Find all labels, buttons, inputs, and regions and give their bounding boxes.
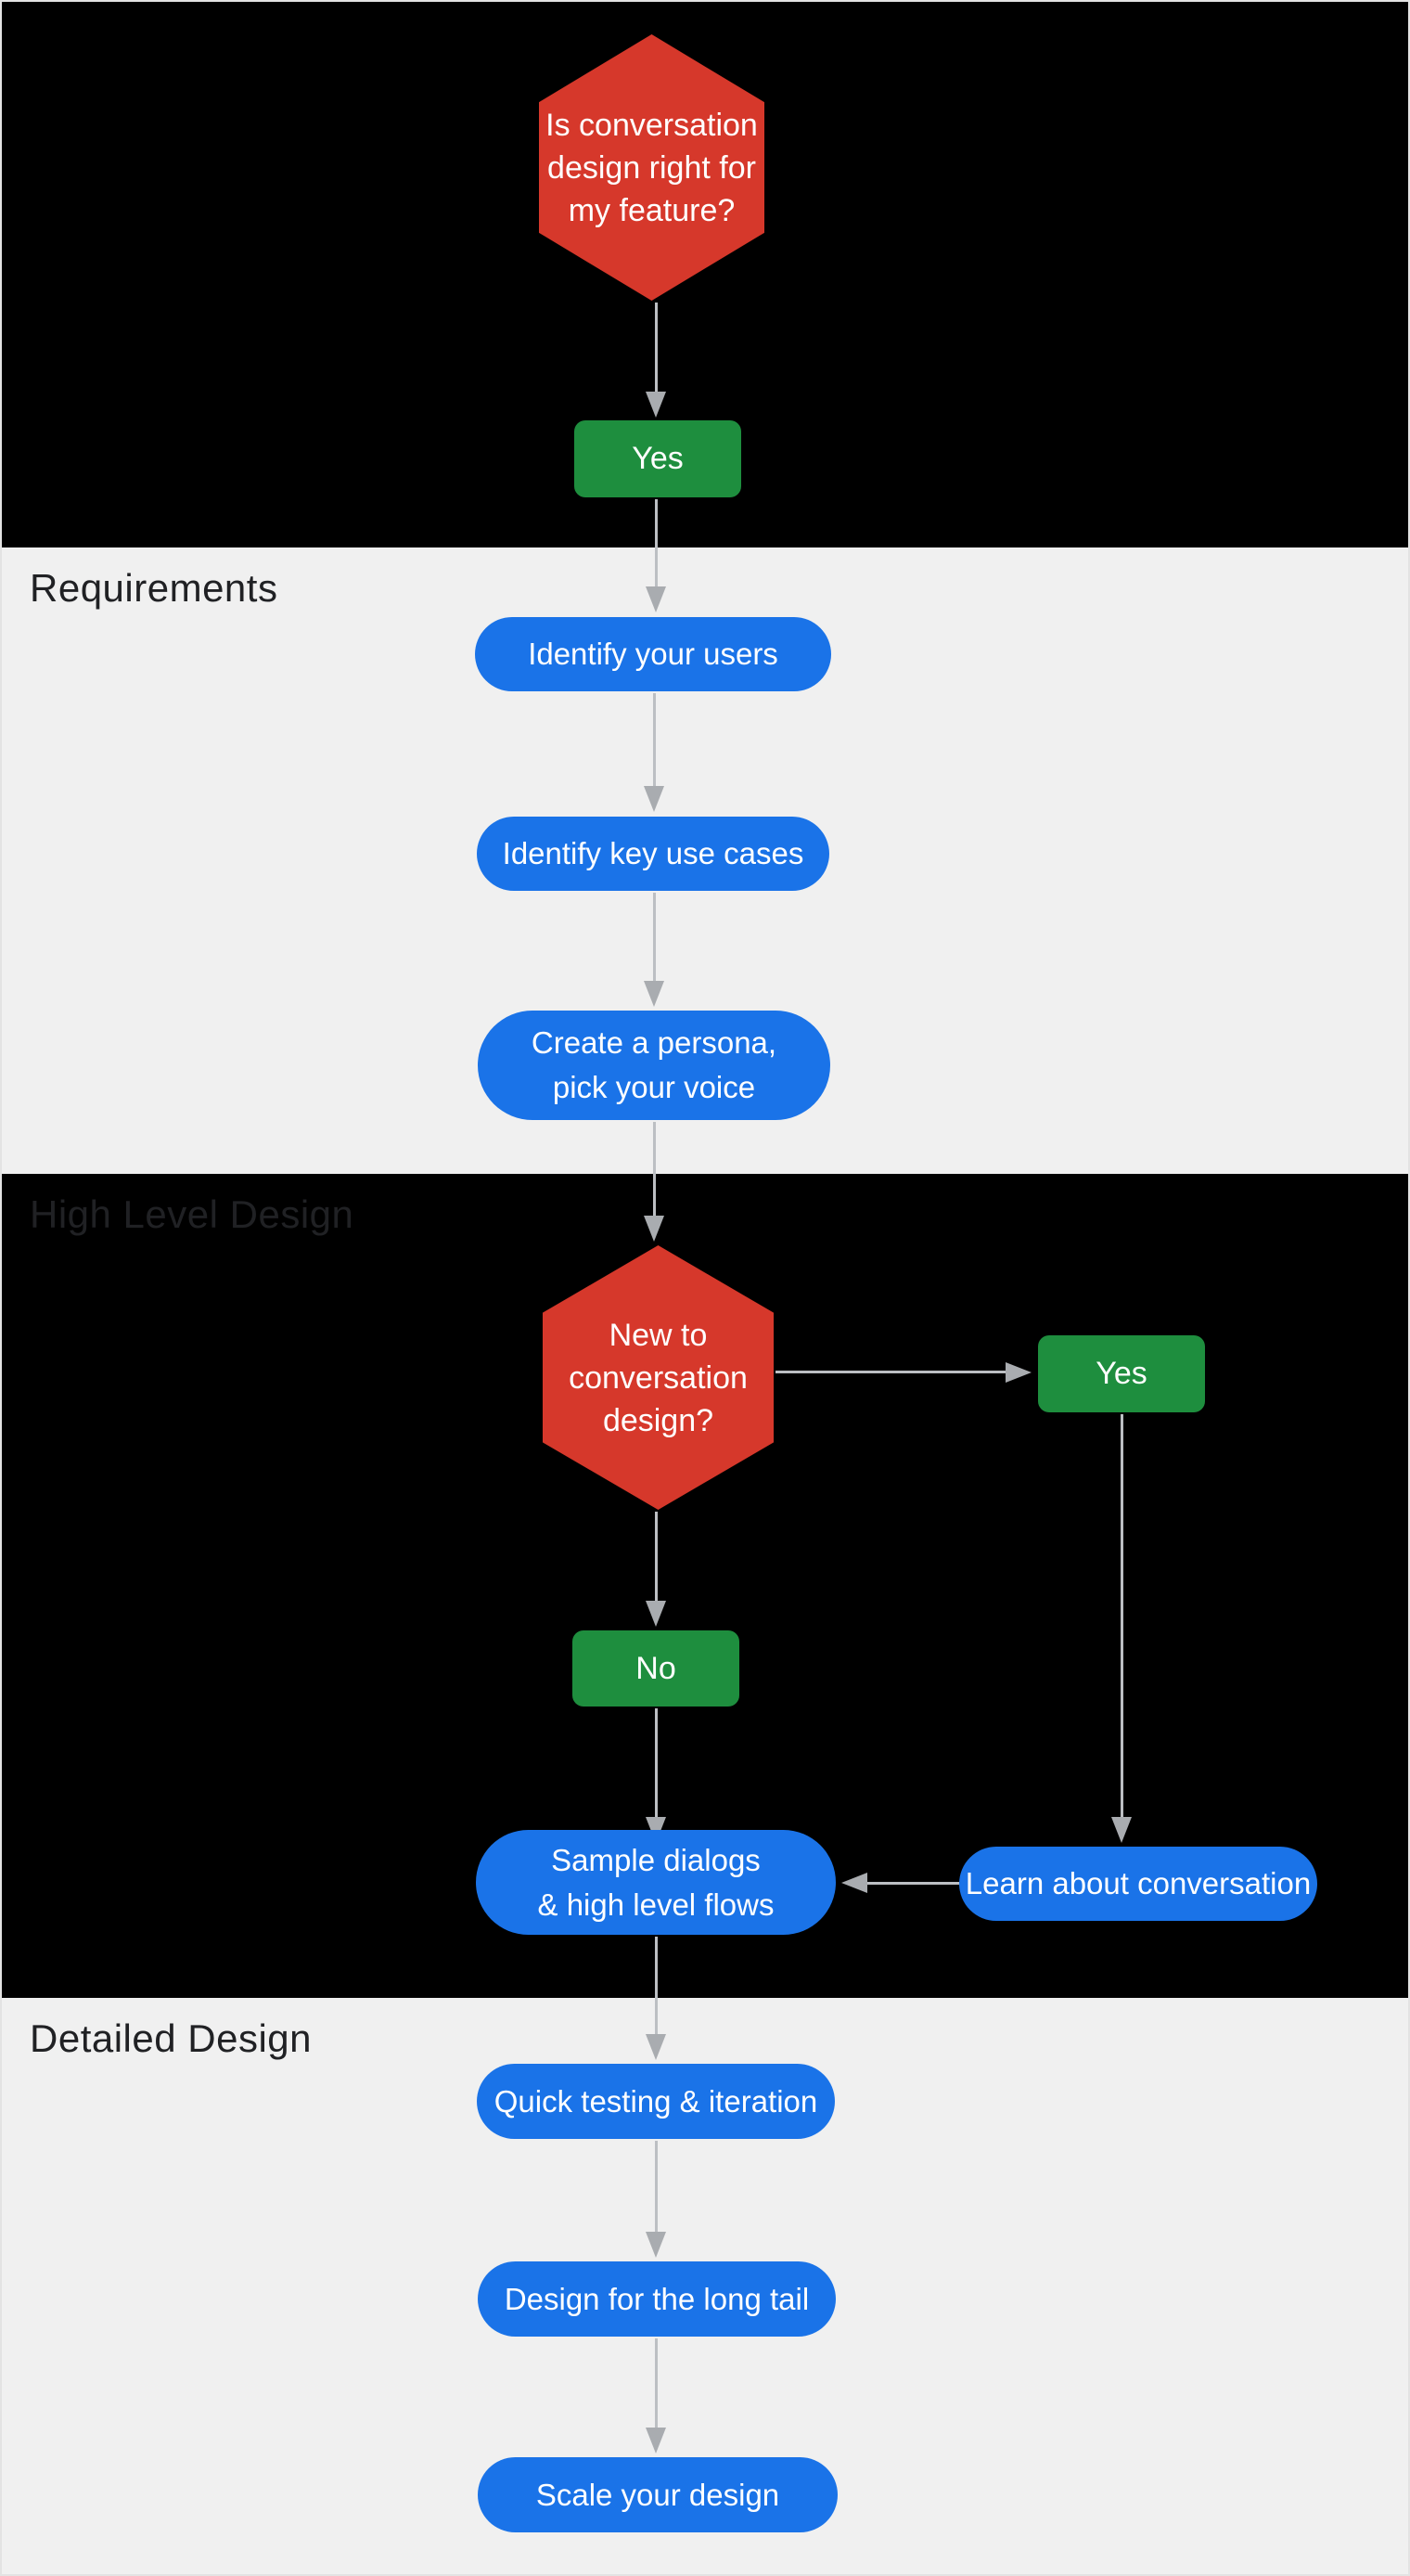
step-pill-sample-dialogs[interactable]: Sample dialogs & high level flows [476,1830,836,1935]
step-pill-create-persona[interactable]: Create a persona, pick your voice [478,1011,830,1120]
connector-line [655,499,658,588]
step-label-line: Sample dialogs [551,1842,761,1877]
step-label: Scale your design [535,2477,780,2512]
section-label-high-level-design: High Level Design [30,1192,354,1236]
step-label-line: Create a persona, [531,1025,777,1060]
no-button[interactable]: No [572,1630,739,1707]
connector-line [655,303,658,393]
step-pill-long-tail[interactable]: Design for the long tail [478,2261,836,2337]
step-label: Learn about conversation [965,1866,1312,1900]
button-label: Yes [632,441,684,476]
decision-line: design? [602,1402,714,1438]
connector-line [655,2141,658,2234]
decision-line: my feature? [568,192,736,228]
decision-line: design right for [547,149,756,186]
step-label-line: & high level flows [537,1887,775,1922]
connector-line [653,693,656,788]
decision-line: Is conversation [545,107,758,143]
yes-button-top[interactable]: Yes [574,420,741,497]
connector-line [867,1882,959,1885]
connector-line [653,1122,656,1217]
step-pill-scale-design[interactable]: Scale your design [478,2457,838,2532]
connector-line [1121,1414,1123,1819]
yes-button-right[interactable]: Yes [1038,1335,1205,1412]
step-label: Quick testing & iteration [494,2083,818,2119]
step-pill-identify-use-cases[interactable]: Identify key use cases [477,817,829,891]
step-label: Identify your users [528,637,778,671]
decision-line: New to [609,1317,708,1353]
step-label: Design for the long tail [504,2281,810,2316]
connector-line [655,1512,658,1603]
connector-line [655,1937,658,2036]
step-pill-quick-testing[interactable]: Quick testing & iteration [477,2064,835,2139]
section-label-detailed-design: Detailed Design [30,2016,313,2060]
step-pill-identify-users[interactable]: Identify your users [475,617,831,691]
connector-line [776,1371,1007,1373]
step-label-line: pick your voice [552,1070,756,1104]
section-label-requirements: Requirements [30,566,278,610]
step-pill-learn-conversation[interactable]: Learn about conversation [959,1847,1317,1921]
step-label: Identify key use cases [502,836,804,870]
button-label: Yes [1096,1356,1147,1391]
button-label: No [635,1650,676,1686]
connector-line [653,893,656,983]
decision-line: conversation [569,1359,748,1396]
connector-line [655,2338,658,2429]
connector-line [655,1708,658,1819]
